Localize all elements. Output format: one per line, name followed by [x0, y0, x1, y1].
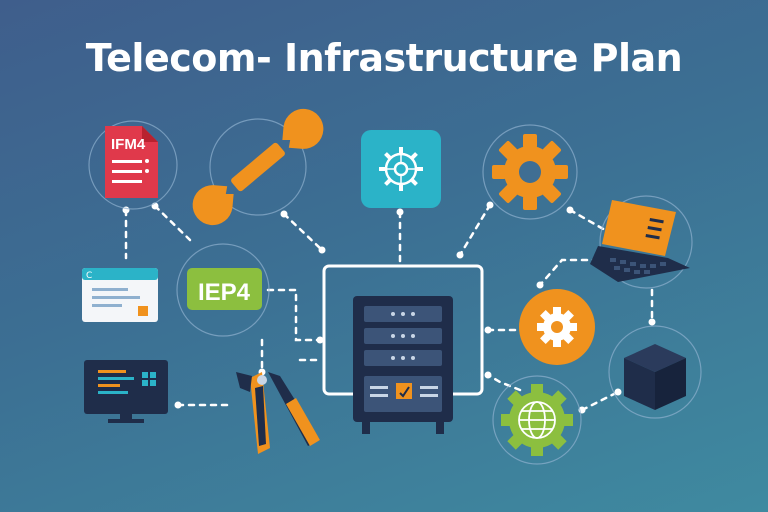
orange-gear-icon	[492, 134, 568, 210]
badge-label: IEP4	[198, 279, 251, 306]
page-title: Telecom- Infrastructure Plan	[85, 36, 683, 80]
teal-gear-node	[361, 130, 441, 208]
document-node: IFM4	[88, 120, 178, 210]
svg-text:C: C	[86, 271, 92, 281]
connector-globe-box	[580, 390, 620, 412]
gear-icon	[537, 307, 577, 347]
gear-icon	[379, 147, 423, 191]
connector-dots	[122, 201, 656, 414]
connector-globe-hub	[486, 373, 522, 392]
wrench-icon	[192, 108, 324, 226]
browser-window-node: C	[82, 268, 158, 322]
document-icon: IFM4	[105, 126, 158, 198]
badge-icon	[187, 268, 262, 310]
laptop-node	[590, 195, 693, 289]
connectors	[124, 203, 654, 412]
connector-gear-hub	[458, 203, 492, 257]
tools-node	[236, 372, 320, 454]
connector-gear-laptop	[568, 208, 607, 232]
tools-icon	[236, 372, 320, 454]
browser-window-icon: C	[82, 268, 158, 322]
orange-gear-node	[482, 124, 578, 220]
connector-badge-hub	[266, 288, 322, 342]
box-node	[608, 325, 702, 419]
badge-node: IEP4	[176, 243, 270, 337]
box-icon	[624, 344, 686, 410]
document-label: IFM4	[111, 136, 146, 153]
globe-gear-icon	[501, 384, 573, 456]
connector-document-badge	[153, 204, 192, 242]
wrench-node	[192, 108, 324, 226]
globe-gear-node	[492, 375, 582, 465]
monitor-node	[84, 360, 168, 423]
orange-gear-circle-node	[519, 289, 595, 365]
monitor-icon	[84, 360, 168, 423]
server-rack-icon	[353, 296, 453, 434]
connector-wrench-hub	[282, 212, 324, 252]
connector-laptop-orangegear	[538, 258, 600, 287]
laptop-icon	[590, 200, 690, 282]
